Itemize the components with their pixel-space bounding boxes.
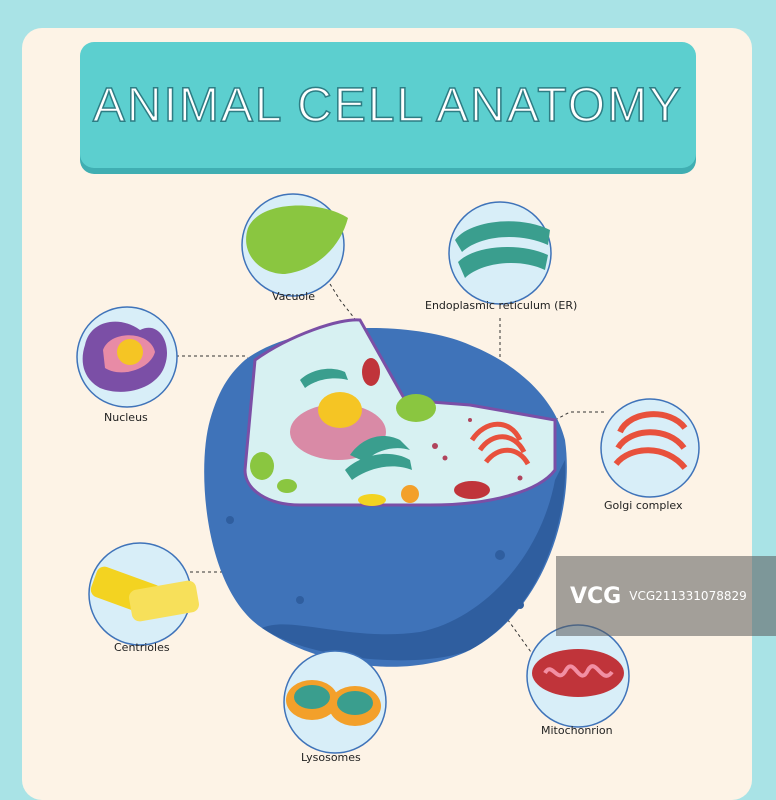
nucleus-icon	[82, 321, 168, 392]
watermark-logo: VCG	[570, 583, 622, 609]
cell-nucleolus	[318, 392, 362, 428]
er-icon	[455, 221, 550, 278]
leader-nucleus	[176, 355, 301, 396]
title-banner: ANIMAL CELL ANATOMY	[80, 42, 696, 168]
label-golgi: Golgi complex	[604, 499, 683, 512]
mitochondrion-icon	[532, 649, 624, 697]
label-nucleus: Nucleus	[104, 411, 148, 424]
label-er: Endoplasmic reticulum (ER)	[425, 299, 578, 312]
cell-golgi	[469, 421, 531, 466]
vacuole-icon	[246, 205, 348, 274]
cell-mitochondrion	[362, 358, 380, 386]
cell-vacuole	[396, 394, 436, 422]
label-mitochondrion: Mitochonrion	[541, 724, 613, 737]
watermark: VCG VCG211331078829	[556, 556, 776, 636]
page-title: ANIMAL CELL ANATOMY	[92, 78, 684, 133]
animal-cell	[204, 318, 567, 667]
cell-er	[300, 368, 412, 480]
golgi-icon	[613, 411, 688, 471]
lysosomes-icon	[286, 680, 381, 726]
centrioles-icon	[90, 566, 199, 622]
watermark-id: VCG211331078829	[629, 589, 747, 603]
label-vacuole: Vacuole	[272, 290, 315, 303]
label-centrioles: Centrioles	[114, 641, 170, 654]
label-lysosomes: Lysosomes	[301, 751, 361, 764]
